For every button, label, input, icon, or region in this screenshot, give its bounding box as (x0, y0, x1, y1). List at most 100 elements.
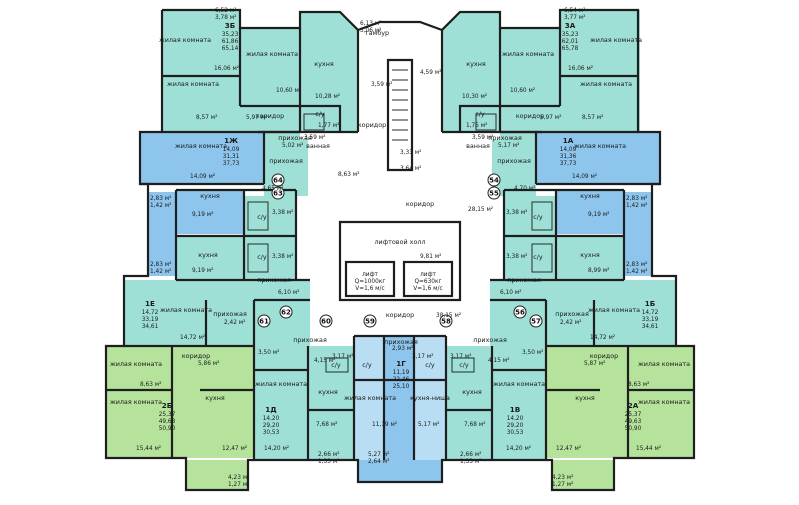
room-name: с/у (533, 253, 543, 261)
area-value: 8,57 м² (196, 114, 217, 121)
room-name: жилая комната (255, 380, 307, 388)
svg-text:V=1,6 м/с: V=1,6 м/с (413, 286, 442, 292)
svg-text:35,23: 35,23 (222, 32, 239, 38)
area-value: 10,28 м² (315, 93, 340, 100)
area-value: 2,42 м² (224, 319, 245, 326)
svg-text:30,53: 30,53 (263, 430, 280, 436)
apt-label-2b: 2Б 25,37 49,63 50,90 (159, 401, 176, 432)
apt-label-3a: 3А 35,23 62,01 65,78 (562, 21, 579, 52)
area-value: 2,93 м² (392, 345, 413, 352)
axis-marker: 57 (529, 314, 543, 328)
area-value: 2,83 м² (626, 195, 647, 202)
svg-text:30,53: 30,53 (507, 430, 524, 436)
apt-label-2a: 2А 25,37 49,63 50,90 (625, 401, 642, 432)
svg-text:лифт: лифт (362, 272, 378, 278)
svg-text:64: 64 (273, 177, 283, 185)
svg-text:1Е: 1Е (145, 299, 155, 308)
svg-text:1А: 1А (563, 136, 574, 145)
room-name: жилая комната (502, 50, 554, 58)
room-name: кухня (462, 388, 482, 396)
area-value: 3,38 м² (272, 253, 293, 260)
axis-marker: 58 (439, 314, 453, 328)
svg-text:31,31: 31,31 (223, 154, 240, 160)
area-value: 8,63 м² (628, 381, 649, 388)
area-value: 3,78 м² (215, 14, 236, 21)
area-value: 1,27 м² (228, 481, 249, 488)
room-name: с/у (257, 253, 267, 261)
apt-1zh-hall-fill (264, 140, 308, 196)
room-name: жилая комната (167, 80, 219, 88)
room-name: прихожая (507, 276, 541, 284)
room-name: с/у (475, 110, 485, 118)
svg-text:V=1,6 м/с: V=1,6 м/с (355, 286, 384, 292)
area-value: 10,60 м² (510, 87, 535, 94)
area-value: 1,77 м² (318, 122, 339, 129)
area-value: 4,23 м² (552, 474, 573, 481)
svg-text:61,86: 61,86 (222, 39, 239, 45)
apt-label-1g: 1Г 11,19 22,46 25,10 (393, 359, 410, 390)
area-value: 5,87 м² (584, 360, 605, 367)
room-name: жилая комната (493, 380, 545, 388)
area-value: 14,20 м² (506, 445, 531, 452)
room-name: прихожая (488, 134, 522, 142)
svg-text:55: 55 (489, 190, 499, 198)
svg-text:62: 62 (281, 309, 291, 317)
svg-text:14,09: 14,09 (560, 147, 577, 153)
area-value: 12,47 м² (556, 445, 581, 452)
svg-text:35,23: 35,23 (562, 32, 579, 38)
room-name: прихожая (278, 134, 312, 142)
room-name: тамбур (365, 29, 389, 37)
room-name: коридор (256, 112, 284, 120)
area-value: 2,66 м² (318, 451, 339, 458)
svg-text:11,19: 11,19 (393, 370, 410, 376)
room-name: кухня (575, 394, 595, 402)
axis-marker: 60 (319, 314, 333, 328)
apt-label-1v: 1В 14,20 29,20 30,53 (507, 405, 524, 436)
area-value: 8,57 м² (582, 114, 603, 121)
apt-label-1b: 1Б 14,72 33,19 34,61 (642, 299, 659, 330)
area-value: 9,19 м² (192, 267, 213, 274)
room-name: жилая комната (638, 360, 690, 368)
room-name: жилая комната (175, 142, 227, 150)
room-name: жилая комната (574, 142, 626, 150)
apt-1a-hall-fill (492, 140, 536, 196)
svg-text:57: 57 (531, 318, 541, 326)
apt-2a-fill (546, 346, 694, 458)
room-name: коридор (386, 311, 414, 319)
area-value: 5,86 м² (198, 360, 219, 367)
apt-1d-fill (254, 346, 354, 460)
room-name: с/у (533, 213, 543, 221)
apt-3b-fill (162, 10, 358, 140)
svg-text:лифт: лифт (420, 272, 436, 278)
area-value: 9,19 м² (588, 211, 609, 218)
svg-text:61: 61 (259, 318, 269, 326)
area-value: 9,19 м² (192, 211, 213, 218)
area-value: 1,33 м² (318, 458, 339, 465)
room-name: прихожая (293, 336, 327, 344)
area-value: 4,65 м² (262, 185, 283, 192)
axis-marker: 54 (487, 173, 501, 187)
room-name: прихожая (269, 157, 303, 165)
area-value: 2,83 м² (150, 261, 171, 268)
area-value: 3,50 м² (522, 349, 543, 356)
svg-text:60: 60 (321, 318, 331, 326)
svg-text:2А: 2А (628, 401, 639, 410)
room-name: кухня (198, 251, 218, 259)
apt-label-1d: 1Д 14,20 29,20 30,53 (263, 405, 280, 436)
area-value: 3,33 м² (400, 149, 421, 156)
axis-marker: 62 (279, 305, 293, 319)
area-value: 5,97 м² (246, 114, 267, 121)
room-name: коридор (358, 121, 386, 129)
room-name: жилая комната (159, 36, 211, 44)
svg-text:1Ж: 1Ж (224, 136, 238, 145)
apt-1v-fill (446, 346, 546, 460)
room-name: кухня (200, 192, 220, 200)
svg-text:3Б: 3Б (225, 21, 235, 30)
apt-1e-fill (124, 280, 310, 346)
lift-1: лифт Q=1000кг V=1,6 м/с (355, 272, 386, 292)
svg-text:54: 54 (489, 177, 499, 185)
room-fills (106, 10, 694, 490)
room-name: коридор (182, 352, 210, 360)
left-bath-fill (244, 196, 296, 280)
room-name: лифтовой холл (374, 238, 425, 246)
